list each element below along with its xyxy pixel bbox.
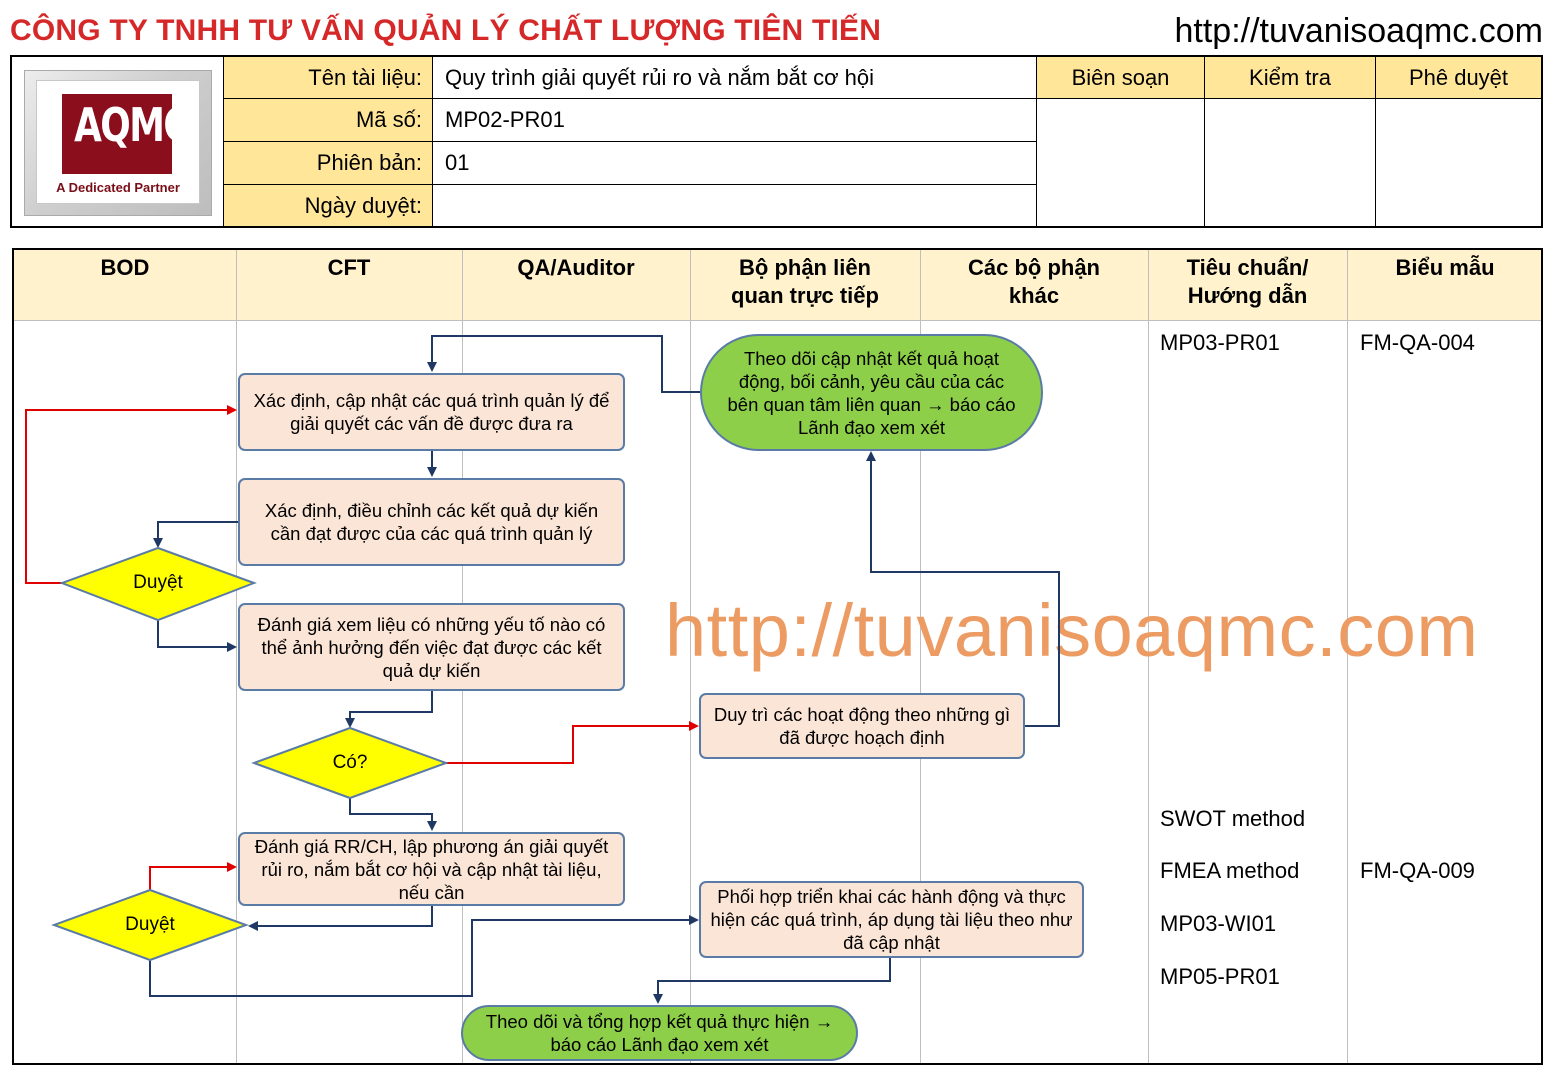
lane-qa-auditor: QA/Auditor (517, 255, 635, 280)
logo-tagline: A Dedicated Partner (56, 180, 180, 195)
step-coordinate: Phối hợp triển khai các hành động và thự… (699, 881, 1084, 958)
reference-standard: MP03-WI01 (1160, 911, 1277, 936)
signoff-prepared-header: Biên soạn (1036, 56, 1205, 99)
logo-mark (62, 94, 172, 174)
lane-divider (1148, 250, 1149, 1063)
decision-approve-2 (51, 888, 249, 962)
lane-bod: BOD (100, 255, 150, 280)
website-url[interactable]: http://tuvanisoaqmc.com (1174, 12, 1543, 50)
connector-approve-to-evaluate (157, 620, 237, 652)
reference-form: FM-QA-009 (1360, 858, 1475, 883)
signoff-prepared-cell (1036, 98, 1205, 227)
step-assess-risk: Đánh giá RR/CH, lập phương án giải quyết… (238, 832, 625, 906)
connector-maintain-to-monitor (866, 451, 1060, 727)
lane-header-row (14, 250, 1541, 321)
signoff-approved-cell (1375, 98, 1542, 227)
doc-date-label: Ngày duyệt: (223, 184, 433, 227)
decision-approve-1-label: Duyệt (133, 572, 183, 593)
step-monitor-summary: Theo dõi và tổng hợp kết quả thực hiện →… (461, 1005, 858, 1061)
reference-standard: MP03-PR01 (1160, 330, 1280, 355)
lane-divider (690, 250, 691, 1063)
connector-decision-to-maintain (446, 721, 699, 764)
reference-standard: MP05-PR01 (1160, 964, 1280, 989)
step-monitor-update: Theo dõi cập nhật kết quả hoạt động, bối… (700, 334, 1043, 451)
signoff-approved-header: Phê duyệt (1375, 56, 1542, 99)
step-define-processes: Xác định, cập nhật các quá trình quản lý… (238, 373, 625, 451)
decision-yes (251, 726, 449, 800)
connector-results-to-approve (153, 521, 238, 548)
lane-divider (920, 250, 921, 1063)
connector-decision-to-assess (349, 798, 437, 831)
reference-standard: FMEA method (1160, 858, 1300, 883)
decision-yes-label: Có? (332, 752, 368, 773)
doc-date-value (432, 184, 1037, 227)
decision-approve-1 (59, 546, 257, 622)
connector-monitor-to-define (427, 335, 700, 393)
doc-version-label: Phiên bản: (223, 141, 433, 185)
connector-coordinate-to-summary (653, 958, 891, 1004)
connector-approve-reject (25, 405, 237, 584)
flowchart-frame (12, 248, 1543, 1065)
lane-standards-guidance: Tiêu chuẩn/Hướng dẫn (1186, 255, 1309, 308)
lane-forms: Biểu mẫu (1395, 255, 1495, 280)
reference-form: FM-QA-004 (1360, 330, 1475, 355)
company-name: CÔNG TY TNHH TƯ VẤN QUẢN LÝ CHẤT LƯỢNG T… (10, 14, 882, 47)
step-evaluate-factors: Đánh giá xem liệu có những yếu tố nào có… (238, 603, 625, 691)
watermark-url: http://tuvanisoaqmc.com (665, 589, 1479, 672)
lane-divider (1347, 250, 1348, 1063)
reference-standard: SWOT method (1160, 806, 1306, 831)
signoff-checked-cell (1204, 98, 1376, 227)
connector-evaluate-to-decision (345, 691, 433, 728)
decision-approve-2-label: Duyệt (125, 914, 175, 935)
doc-version-value: 01 (432, 141, 1037, 185)
lane-header-divider (14, 320, 1541, 321)
lane-cft: CFT (327, 255, 371, 280)
step-define-results: Xác định, điều chỉnh các kết quả dự kiến… (238, 478, 625, 566)
connector-assess-to-approve2 (248, 906, 433, 931)
connector-approve2-to-coordinate (149, 915, 699, 997)
step-maintain: Duy trì các hoạt động theo những gì đã đ… (699, 693, 1025, 759)
connector-approve2-reject (149, 862, 237, 890)
doc-code-value: MP02-PR01 (432, 98, 1037, 142)
lane-divider (236, 250, 237, 1063)
